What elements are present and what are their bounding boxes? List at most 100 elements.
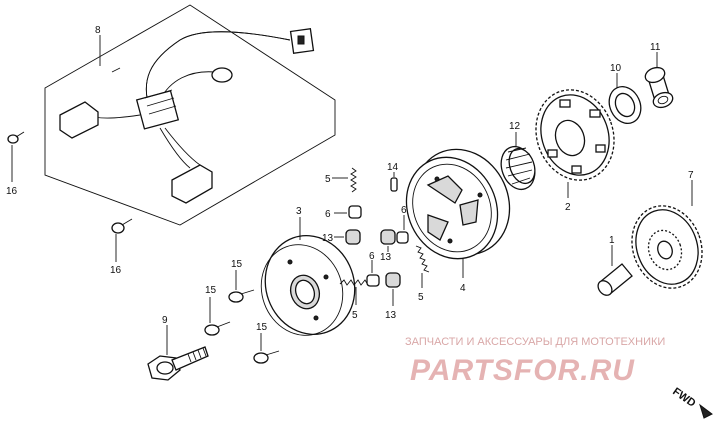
reduction-gear-7: 7	[631, 170, 703, 289]
harness-block-bottom	[171, 164, 213, 204]
gear-7-bore	[657, 240, 673, 260]
label-16-lower: 16	[110, 265, 122, 276]
harness-sensor	[211, 67, 233, 83]
harness-wire-d	[164, 127, 201, 166]
label-15-a: 15	[231, 259, 243, 270]
label-12: 12	[509, 121, 521, 132]
housing-4-front	[405, 156, 499, 260]
bolt-9-flange	[156, 361, 174, 375]
label-8: 8	[95, 25, 101, 36]
bushing-11-bottom	[652, 91, 674, 109]
bushing-11-bore	[657, 95, 669, 105]
bolt-15-a-shank	[240, 289, 255, 295]
cap-6-upper: 6	[325, 205, 362, 220]
label-9: 9	[162, 315, 168, 326]
label-15-c: 15	[256, 322, 268, 333]
label-1: 1	[609, 235, 615, 246]
bolt-16-lower-head	[111, 222, 125, 234]
bushing-11: 11	[644, 42, 674, 109]
harness-clip	[111, 67, 121, 73]
bolt-16-upper-shank	[15, 131, 25, 138]
label-13-a: 13	[322, 233, 334, 244]
harness-connector-pin	[297, 35, 305, 45]
cap-6-lower-body	[366, 274, 380, 287]
housing-4-hole-b	[477, 192, 483, 198]
bolt-15-a-head	[228, 291, 244, 303]
label-15-b: 15	[205, 285, 217, 296]
plate-3-hole-c	[313, 315, 319, 321]
label-13-b: 13	[380, 252, 392, 263]
bolt-9: 9	[147, 315, 209, 381]
bolt-15-c-head	[253, 352, 269, 364]
harness-wire-c	[159, 127, 191, 169]
roller-13-a: 13	[322, 229, 361, 245]
clutch-housing-4: 4	[405, 148, 511, 294]
gear-2-window-a	[559, 99, 571, 108]
harness-coil-windings	[144, 89, 177, 115]
watermark-brand: PARTSFOR.RU	[410, 354, 635, 387]
washer-10: 10	[608, 63, 642, 124]
housing-4-hole-a	[434, 176, 440, 182]
shaft-1-end	[597, 280, 613, 296]
label-5-mid: 5	[352, 310, 358, 321]
bolt-15-b: 15	[204, 285, 231, 336]
harness-cable-core	[145, 31, 291, 111]
bolt-9-thread	[187, 347, 207, 363]
label-6-right: 6	[401, 205, 407, 216]
housing-4-pocket-c	[427, 214, 449, 241]
bolt-16-upper-head	[7, 134, 19, 144]
label-4: 4	[460, 283, 466, 294]
gear-2-window-e	[547, 149, 558, 158]
label-16-upper: 16	[6, 186, 18, 197]
spring-5-top: 5	[325, 167, 357, 193]
fwd-label: FWD	[670, 386, 697, 410]
bolt-15-b-shank	[216, 321, 231, 328]
roller-13-b: 13	[380, 229, 396, 263]
label-5-top: 5	[325, 174, 331, 185]
harness-frame	[44, 4, 336, 226]
pin-14-body	[390, 177, 398, 192]
roller-13-c: 13	[385, 272, 401, 321]
cap-6-right-body	[396, 231, 409, 244]
bolt-15-a: 15	[228, 259, 255, 303]
watermark-tagline: ЗАПЧАСТИ И АКСЕССУАРЫ ДЛЯ МОТОТЕХНИКИ	[405, 336, 665, 348]
gear-2-window-d	[571, 165, 582, 174]
harness-coil	[135, 90, 180, 130]
bolt-16-lower-shank	[121, 218, 133, 226]
bushing-11-top	[644, 66, 666, 84]
housing-4-hole-c	[447, 238, 453, 244]
bolt-16-lower: 16	[110, 218, 133, 276]
plate-3-hole-a	[287, 259, 293, 265]
fwd-arrow-icon	[699, 403, 713, 419]
spring-5-top-coil	[350, 167, 357, 193]
housing-4-pocket-a	[426, 175, 463, 204]
spring-5-right: 5	[415, 245, 430, 303]
needle-bearing-12: 12	[500, 121, 536, 191]
bolt-16-upper: 16	[6, 131, 25, 197]
plate-3-rim	[260, 244, 344, 336]
label-2: 2	[565, 202, 571, 213]
label-14: 14	[387, 162, 399, 173]
label-6-upper: 6	[325, 209, 331, 220]
housing-4-inner	[412, 163, 492, 253]
driven-gear-2: 2	[535, 89, 615, 213]
bearing-12-needles	[505, 147, 533, 185]
roller-13-c-body	[385, 272, 401, 288]
label-13-c: 13	[385, 310, 397, 321]
roller-13-b-body	[380, 229, 396, 245]
label-5-right: 5	[418, 292, 424, 303]
pin-14: 14	[387, 162, 399, 192]
washer-10-inner	[614, 92, 636, 118]
forward-indicator: FWD	[670, 386, 713, 419]
shaft-1: 1	[597, 235, 633, 296]
cap-6-upper-body	[348, 205, 362, 219]
cap-6-lower: 6	[366, 251, 380, 287]
gear-2-window-c	[595, 144, 606, 153]
starter-clutch-plate-3: 3	[260, 206, 356, 336]
plate-3-hole-b	[323, 274, 329, 280]
watermark: ЗАПЧАСТИ И АКСЕССУАРЫ ДЛЯ МОТОТЕХНИКИ PA…	[405, 336, 665, 387]
gear-2-window-b	[589, 109, 601, 118]
cap-6-right: 6	[396, 205, 409, 244]
bolt-15-b-head	[204, 324, 220, 336]
